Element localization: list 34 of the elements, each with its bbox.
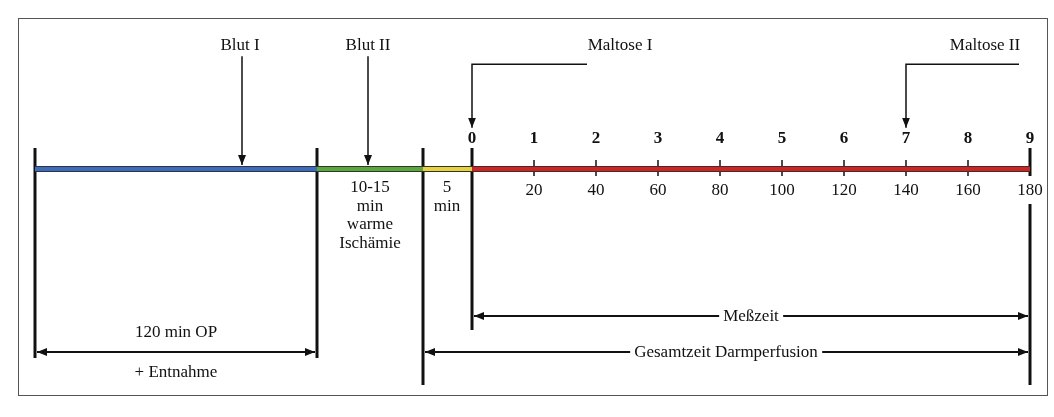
callout-label: Blut I — [220, 35, 260, 55]
callout-label: Maltose I — [587, 35, 653, 55]
dimension-label: Gesamtzeit Darmperfusion — [630, 342, 822, 362]
time-label: 0 — [467, 128, 477, 148]
minute-label: 120 — [831, 180, 857, 200]
callout-label: Maltose II — [949, 35, 1021, 55]
time-label: 7 — [901, 128, 911, 148]
minute-label: 20 — [525, 180, 543, 200]
callout-label: Blut II — [345, 35, 391, 55]
timeline-segment — [317, 166, 423, 172]
time-label: 8 — [963, 128, 973, 148]
minute-label: 40 — [587, 180, 605, 200]
minute-label: 160 — [955, 180, 981, 200]
time-label: 5 — [777, 128, 787, 148]
time-label: 1 — [529, 128, 539, 148]
time-label: 6 — [839, 128, 849, 148]
leader-arrow — [238, 55, 246, 166]
time-label: 2 — [591, 128, 601, 148]
timeline-segment — [423, 166, 472, 172]
minute-label: 80 — [711, 180, 729, 200]
leader-arrow — [902, 63, 1020, 129]
minute-label: 140 — [893, 180, 919, 200]
minute-label: 180 — [1017, 180, 1043, 200]
minute-label: 100 — [769, 180, 795, 200]
leader-arrow — [468, 63, 588, 129]
timeline-segment — [472, 166, 1030, 172]
time-label: 3 — [653, 128, 663, 148]
time-label: 4 — [715, 128, 725, 148]
leader-arrow — [364, 55, 372, 166]
duration-label: 5 min — [432, 178, 462, 216]
time-label: 9 — [1025, 128, 1035, 148]
timeline-segment — [35, 166, 317, 172]
duration-label: 10-15 min warme Ischämie — [339, 178, 401, 253]
minute-label: 60 — [649, 180, 667, 200]
